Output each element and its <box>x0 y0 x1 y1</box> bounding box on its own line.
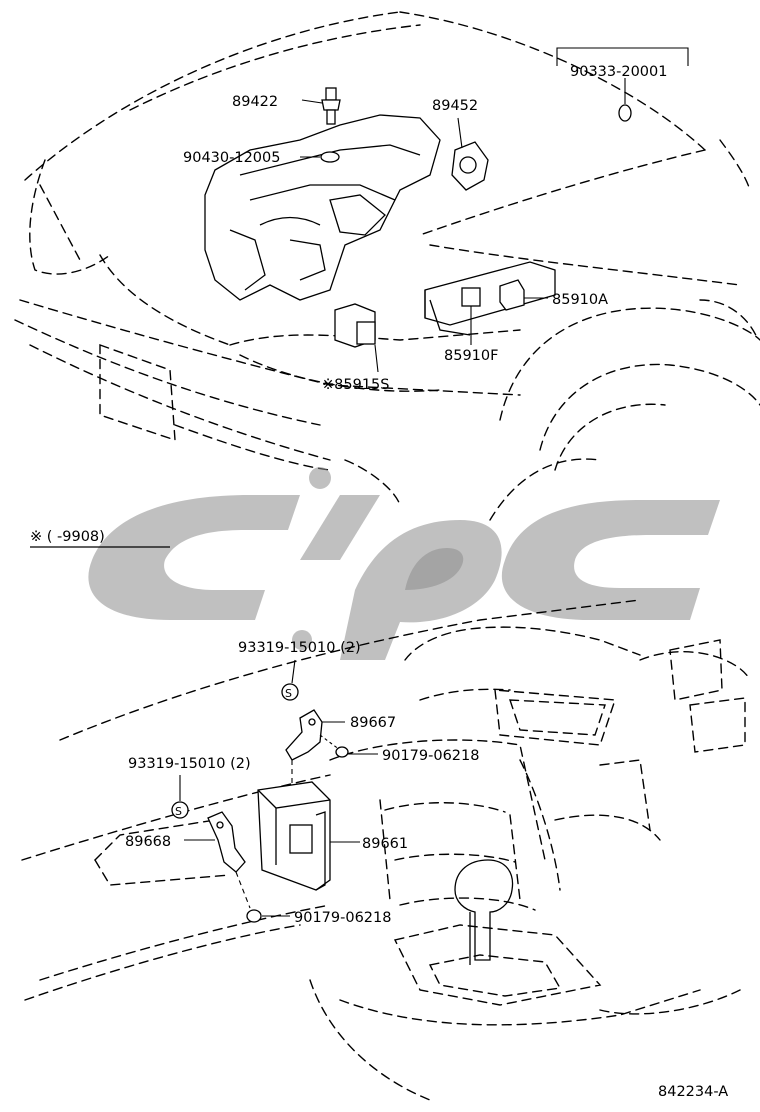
nut-90179-lower-icon <box>246 909 290 923</box>
note-text: ※ ( -9908) <box>30 529 105 545</box>
label-85910f: 85910F <box>444 348 498 364</box>
part-labels: 90333-20001 89422 89452 90430-12005 8591… <box>125 64 668 926</box>
label-90179-06218-lower: 90179-06218 <box>294 910 392 926</box>
engine-bay-outline <box>14 11 760 521</box>
engine-block <box>204 114 441 301</box>
label-89667: 89667 <box>350 715 396 731</box>
label-85910a: 85910A <box>552 292 608 308</box>
label-89668: 89668 <box>125 834 171 850</box>
watermark-logo <box>88 467 720 660</box>
bracket-89667-icon <box>285 709 345 790</box>
relay-85915s-icon <box>334 303 379 373</box>
relay-85910f-icon <box>461 287 481 345</box>
label-85915s: ※85915S <box>322 377 389 393</box>
svg-text:S: S <box>175 805 182 818</box>
label-93319-15010-upper: 93319-15010 (2) <box>238 640 361 656</box>
diagram-code: 842234-A <box>658 1084 728 1100</box>
sensor-89422-icon <box>301 87 341 125</box>
throttle-sensor-89452-icon <box>451 117 489 191</box>
ecu-89661-icon <box>257 781 360 891</box>
svg-text:S: S <box>285 687 292 700</box>
dashboard-outline <box>21 599 751 1101</box>
label-89661: 89661 <box>362 836 408 852</box>
label-90333-20001: 90333-20001 <box>570 64 668 80</box>
label-89422: 89422 <box>232 94 278 110</box>
fuse-relay-box <box>424 261 556 336</box>
label-90430-12005: 90430-12005 <box>183 150 281 166</box>
plug-90333-icon <box>556 47 689 122</box>
label-93319-15010-lower: 93319-15010 (2) <box>128 756 251 772</box>
bracket-89668-icon <box>184 811 251 909</box>
gasket-90430-icon <box>300 151 340 163</box>
label-90179-06218-upper: 90179-06218 <box>382 748 480 764</box>
nut-90179-upper-icon <box>335 746 378 758</box>
label-89452: 89452 <box>432 98 478 114</box>
relay-85910a-icon <box>499 279 548 311</box>
gear-shifter <box>454 859 514 965</box>
washer-upper-icon: S <box>281 659 299 701</box>
washer-lower-icon: S <box>171 775 189 819</box>
